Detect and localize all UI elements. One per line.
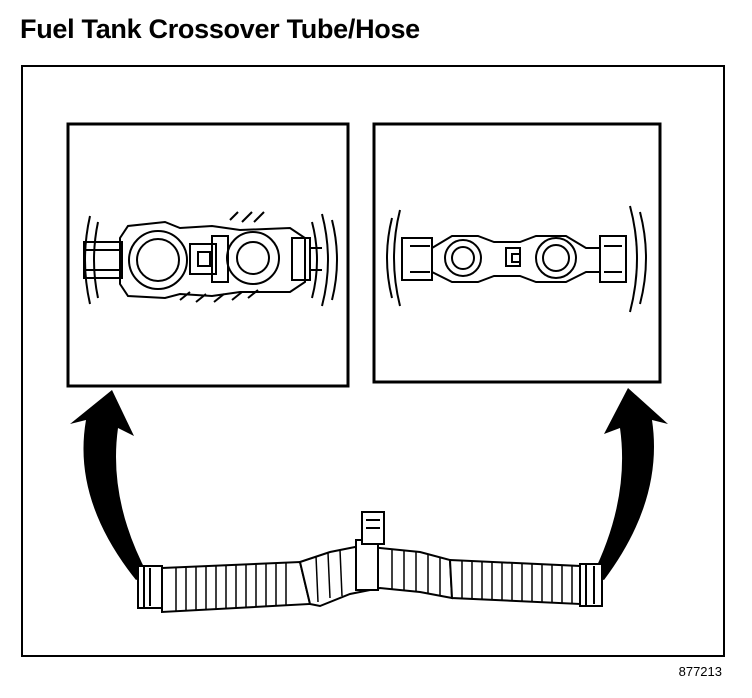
curved-arrow-icon [70,388,668,580]
outer-frame [21,65,725,657]
left-detail-panel [66,122,350,388]
figure-number: 877213 [678,664,722,679]
crossover-hose-icon [137,511,603,614]
right-detail-panel [372,122,662,384]
diagram-title: Fuel Tank Crossover Tube/Hose [20,14,420,44]
connector-before-icon [83,211,338,307]
connector-after-icon [386,205,647,313]
